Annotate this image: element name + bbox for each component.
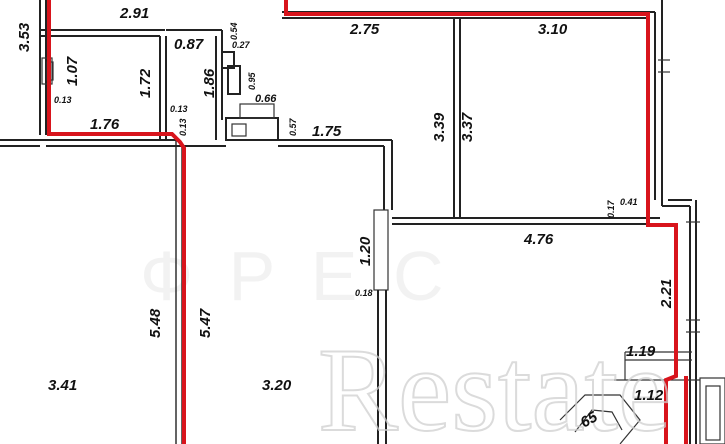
dim-1-12: 1.12 (634, 387, 664, 404)
dim-0-27: 0.27 (232, 40, 251, 50)
dim-3-41: 3.41 (48, 377, 77, 394)
dim-1-20: 1.20 (357, 236, 374, 266)
dim-1-86: 1.86 (201, 68, 218, 98)
apartment-boundary-top (284, 0, 678, 444)
dim-0-13-b: 0.13 (170, 104, 188, 114)
dimension-labels: 3.53 2.91 0.87 0.54 0.27 2.75 3.10 1.07 … (16, 5, 675, 431)
dim-3-53: 3.53 (16, 22, 33, 52)
dim-1-07: 1.07 (64, 56, 81, 86)
dim-0-41: 0.41 (620, 197, 638, 207)
dim-1-75: 1.75 (312, 123, 342, 140)
dim-1-19: 1.19 (626, 343, 656, 360)
dim-0-18: 0.18 (355, 288, 373, 298)
dim-4-76: 4.76 (523, 231, 554, 248)
dim-5-47: 5.47 (197, 308, 214, 338)
dim-3-37: 3.37 (459, 112, 476, 142)
dim-2-91: 2.91 (119, 5, 149, 22)
dim-5-48: 5.48 (147, 308, 164, 338)
dim-0-17: 0.17 (606, 199, 616, 218)
watermark-faint: Ф Р Е С (140, 237, 452, 315)
dim-0-57: 0.57 (288, 117, 298, 136)
dim-3-10: 3.10 (538, 21, 568, 38)
dim-0-13-a: 0.13 (54, 95, 72, 105)
dim-0-95: 0.95 (247, 71, 257, 90)
dim-0-54: 0.54 (229, 22, 239, 40)
dim-0-87: 0.87 (174, 36, 204, 53)
dim-1-76: 1.76 (90, 116, 120, 133)
apartment-boundary (47, 0, 186, 444)
dim-3-39: 3.39 (431, 112, 448, 142)
dim-1-72: 1.72 (137, 68, 154, 98)
dim-0-13-c: 0.13 (178, 118, 188, 136)
dim-65: 65 (578, 408, 602, 431)
dim-3-20: 3.20 (262, 377, 292, 394)
dim-2-21: 2.21 (658, 279, 675, 309)
watermark: Restate (318, 323, 671, 444)
dim-0-66: 0.66 (255, 93, 277, 105)
dim-2-75: 2.75 (349, 21, 380, 38)
